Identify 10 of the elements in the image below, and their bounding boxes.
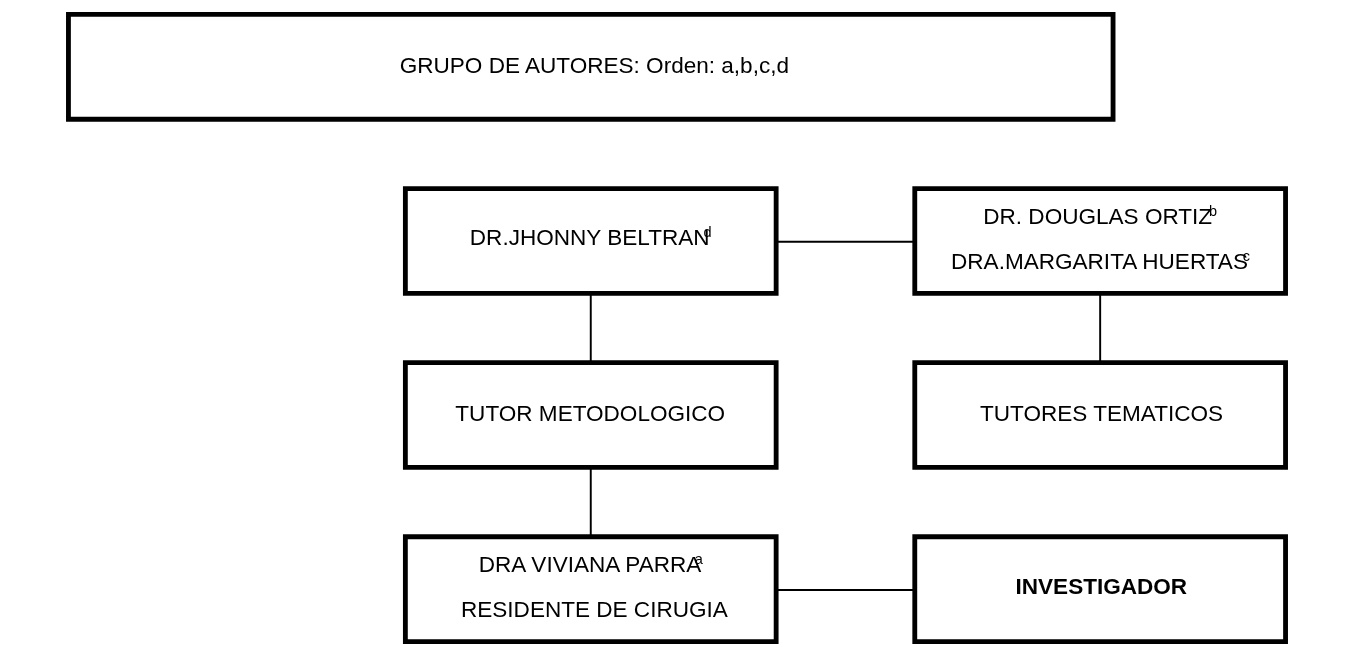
connector [775,589,916,591]
node-box: DR.JHONNY BELTRAN$^{d}$ [402,186,779,296]
connector [1099,292,1102,364]
connector [775,240,916,243]
connector [589,292,592,364]
connector [589,466,592,538]
node-box: TUTORES TEMATICOS [912,360,1288,470]
node-box: TUTOR METODOLOGICO [402,360,779,470]
node-box: INVESTIGADOR [912,534,1288,644]
node-box: GRUPO DE AUTORES: Orden: a,b,c,d [66,12,1116,122]
